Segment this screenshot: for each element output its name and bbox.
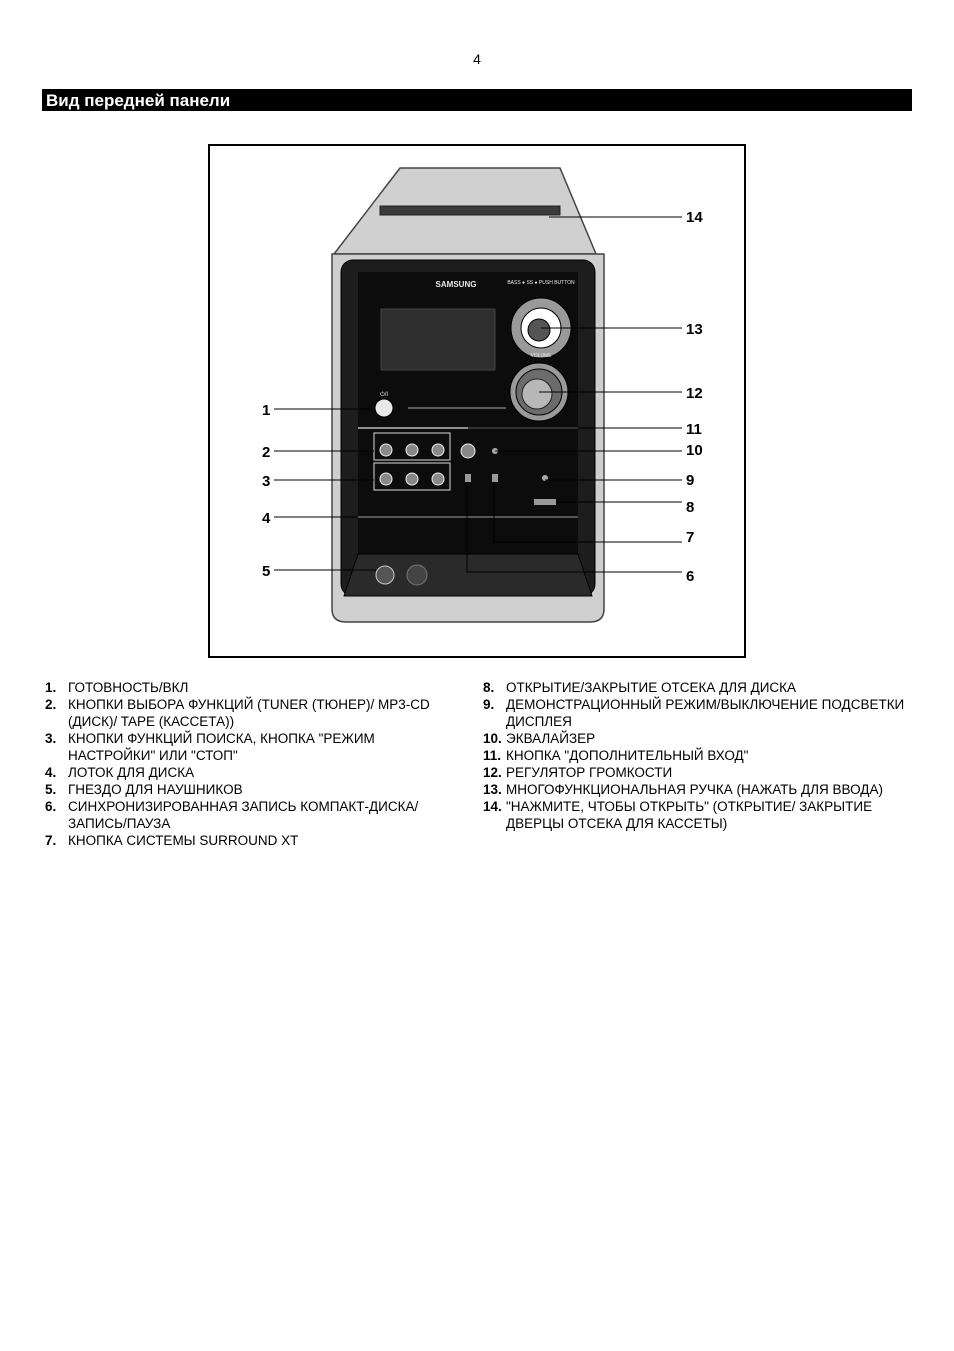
callout-1: 1 [262, 402, 270, 419]
headphone-jack-cover [406, 564, 428, 586]
knob-label: BASS ● SS ● PUSH BUTTON [507, 280, 575, 286]
callout-7: 7 [686, 529, 694, 546]
callout-3: 3 [262, 473, 270, 490]
volume-label: VOLUME [530, 353, 552, 359]
callout-2: 2 [262, 444, 270, 461]
power-button[interactable] [374, 398, 394, 418]
display-window [380, 308, 496, 371]
legend-item-14: 14."НАЖМИТЕ, ЧТОБЫ ОТКРЫТЬ" (ОТКРЫТИЕ/ З… [483, 799, 873, 831]
sync-record-button[interactable] [465, 474, 471, 482]
legend-item-9: 9.ДЕМОНСТРАЦИОННЫЙ РЕЖИМ/ВЫКЛЮЧЕНИЕ ПОДС… [483, 697, 905, 729]
legend-item-13: 13.МНОГОФУНКЦИОНАЛЬНАЯ РУЧКА (НАЖАТЬ ДЛЯ… [483, 782, 883, 797]
legend-left-column: 1.ГОТОВНОСТЬ/ВКЛ 2.КНОПКИ ВЫБОРА ФУНКЦИЙ… [45, 679, 465, 849]
legend-item-8: 8.ОТКРЫТИЕ/ЗАКРЫТИЕ ОТСЕКА ДЛЯ ДИСКА [483, 680, 797, 695]
tape-button[interactable] [431, 443, 445, 457]
callout-5: 5 [262, 563, 270, 580]
legend-item-11: 11.КНОПКА "ДОПОЛНИТЕЛЬНЫЙ ВХОД" [483, 748, 749, 763]
section-header: Вид передней панели [42, 89, 912, 111]
aux-button[interactable] [460, 443, 476, 459]
legend-item-1: 1.ГОТОВНОСТЬ/ВКЛ [45, 680, 189, 695]
search-back-button[interactable] [379, 472, 393, 486]
legend-item-2: 2.КНОПКИ ВЫБОРА ФУНКЦИЙ (TUNER (ТЮНЕР)/ … [45, 697, 430, 729]
callout-4: 4 [262, 510, 271, 527]
legend-item-4: 4.ЛОТОК ДЛЯ ДИСКА [45, 765, 195, 780]
legend-item-6: 6.СИНХРОНИЗИРОВАННАЯ ЗАПИСЬ КОМПАКТ-ДИСК… [45, 799, 419, 831]
legend-item-7: 7.КНОПКА СИСТЕМЫ SURROUND XT [45, 833, 299, 848]
open-close-button[interactable] [534, 499, 556, 505]
callout-13: 13 [686, 321, 703, 338]
callout-12: 12 [686, 385, 703, 402]
front-panel-figure: SAMSUNG BASS ● SS ● PUSH BUTTON VOLUME ⏻… [208, 144, 746, 658]
brand-logo: SAMSUNG [436, 280, 477, 289]
legend-item-10: 10.ЭКВАЛАЙЗЕР [483, 731, 596, 746]
search-forward-button[interactable] [431, 472, 445, 486]
multifunction-knob-cap [527, 318, 551, 342]
volume-knob-cap [521, 378, 553, 410]
function-buttons-group [373, 432, 451, 461]
callout-6: 6 [686, 568, 694, 585]
callout-8: 8 [686, 499, 694, 516]
page-number: 4 [473, 51, 481, 67]
callout-9: 9 [686, 472, 694, 489]
callout-14: 14 [686, 209, 703, 226]
callout-10: 10 [686, 442, 703, 459]
leader-lines [274, 216, 682, 573]
surround-button[interactable] [492, 474, 498, 482]
tuner-button[interactable] [379, 443, 393, 457]
headphone-jack[interactable] [375, 565, 395, 585]
search-buttons-group [373, 462, 451, 491]
mp3-cd-button[interactable] [405, 443, 419, 457]
tuning-mode-stop-button[interactable] [405, 472, 419, 486]
lower-panel [343, 553, 593, 597]
legend-right-column: 8.ОТКРЫТИЕ/ЗАКРЫТИЕ ОТСЕКА ДЛЯ ДИСКА 9.Д… [483, 679, 913, 832]
callout-11: 11 [686, 421, 702, 438]
cassette-door-slot [379, 205, 561, 216]
legend-item-12: 12.РЕГУЛЯТОР ГРОМКОСТИ [483, 765, 673, 780]
legend-item-5: 5.ГНЕЗДО ДЛЯ НАУШНИКОВ [45, 782, 243, 797]
legend-item-3: 3.КНОПКИ ФУНКЦИЙ ПОИСКА, КНОПКА "РЕЖИМ Н… [45, 731, 375, 763]
section-title: Вид передней панели [46, 91, 231, 110]
power-label: ⏻/I [380, 391, 388, 398]
